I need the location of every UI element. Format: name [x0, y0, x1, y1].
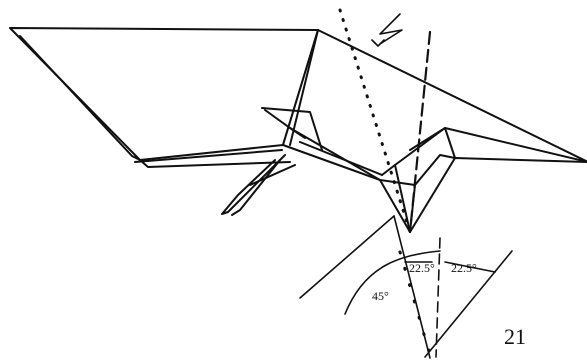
angle-label-45: 45° [372, 290, 389, 302]
angle-label-22-5-right: 22.5° [451, 262, 477, 274]
angle-label-22-5-left: 22.5° [409, 262, 435, 274]
zigzag-arrow-icon [372, 14, 402, 46]
inset-angle-diagram [300, 216, 512, 358]
crane-body [262, 30, 587, 232]
page-number: 21 [504, 326, 526, 348]
left-wing [10, 28, 318, 167]
